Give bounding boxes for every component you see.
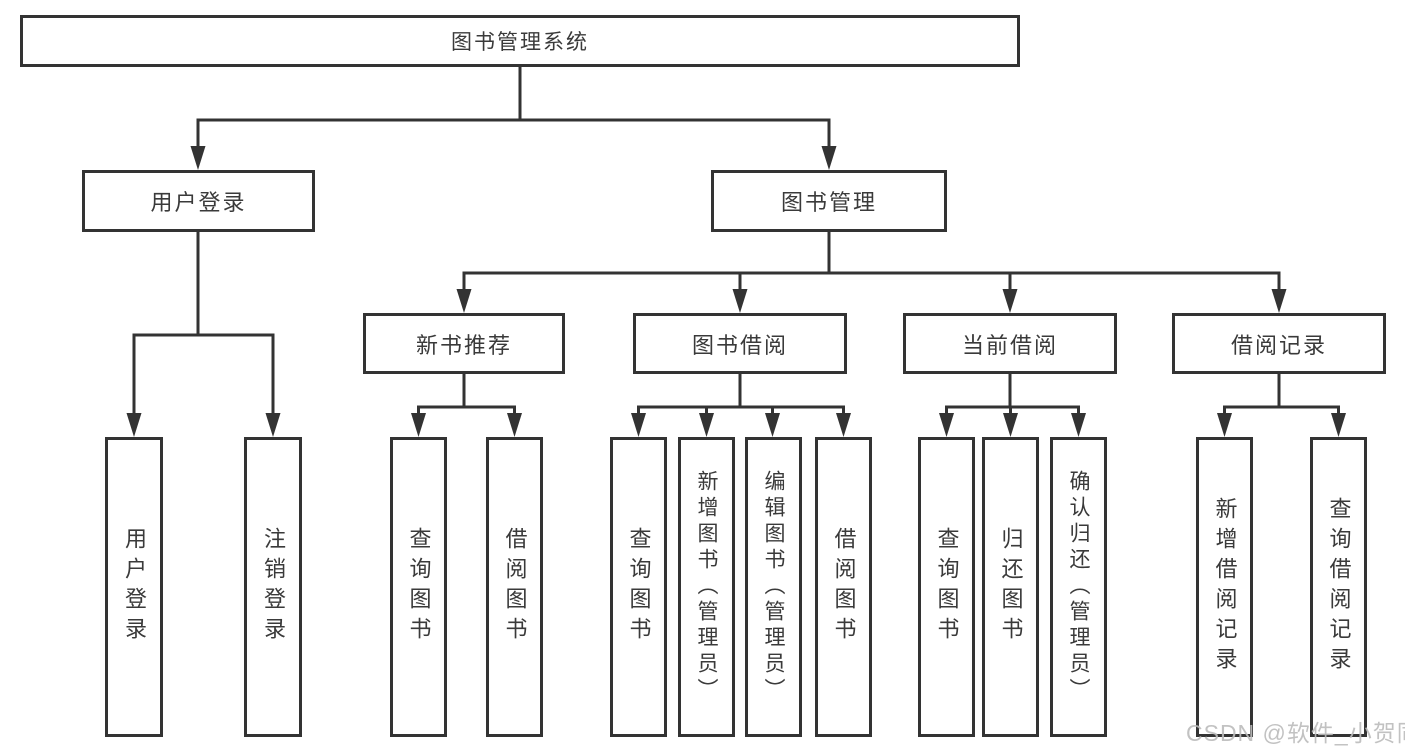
arrowheads [126,146,1346,437]
leaf-add-book-admin: 新增图书（管理员） [678,437,735,737]
leaf-edit-book-admin: 编辑图书（管理员） [745,437,802,737]
node-library-system: 图书管理系统 [20,15,1020,67]
leaf-borrow-books-recommend: 借阅图书 [486,437,543,737]
leaf-query-books-current: 查询图书 [918,437,975,737]
node-book-management: 图书管理 [711,170,947,232]
leaf-add-borrow-record: 新增借阅记录 [1196,437,1253,737]
node-user-login: 用户登录 [82,170,315,232]
leaf-query-borrow-record: 查询借阅记录 [1310,437,1367,737]
leaf-logout: 注销登录 [244,437,302,737]
leaf-query-books-borrow: 查询图书 [610,437,667,737]
leaf-confirm-return-admin: 确认归还（管理员） [1050,437,1107,737]
leaf-user-login: 用户登录 [105,437,163,737]
leaf-query-books-recommend: 查询图书 [390,437,447,737]
node-borrow-records: 借阅记录 [1172,313,1386,374]
node-book-borrow: 图书借阅 [633,313,847,374]
node-new-book-recommend: 新书推荐 [363,313,565,374]
leaf-return-books: 归还图书 [982,437,1039,737]
csdn-watermark: CSDN @软件_小贺同学 [1186,720,1405,746]
leaf-borrow-books: 借阅图书 [815,437,872,737]
node-current-borrow: 当前借阅 [903,313,1117,374]
